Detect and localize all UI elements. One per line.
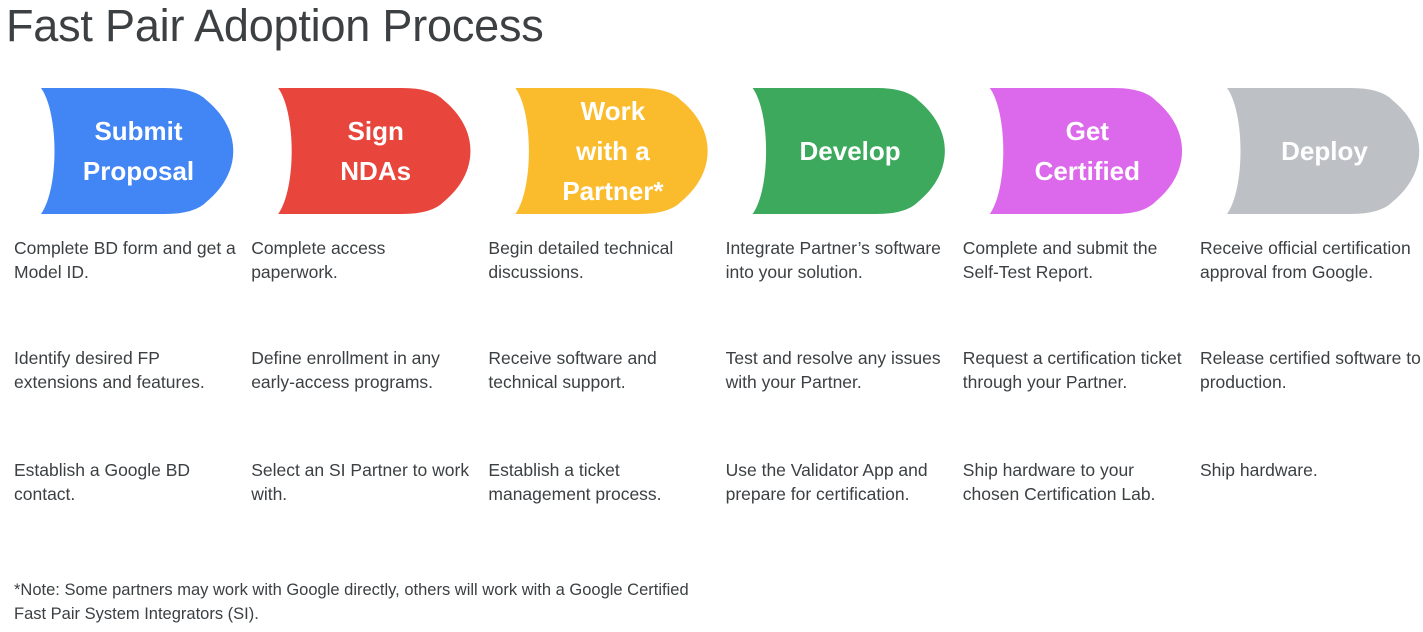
step-columns: Complete BD form and get a Model ID. Iden…: [0, 236, 1423, 556]
step-item: Complete and submit the Self-Test Report…: [962, 238, 1158, 282]
page-title: Fast Pair Adoption Process: [6, 0, 544, 51]
step-item: Test and resolve any issues with your Pa…: [725, 348, 941, 392]
chevron-label-line: Partner*: [562, 176, 664, 206]
chevron-stage-3[interactable]: [515, 88, 708, 214]
step-item: Request a certification ticket through y…: [962, 348, 1182, 392]
step-item: Integrate Partner’s software into your s…: [725, 238, 941, 282]
chevron-label-stage-6: Deploy: [1231, 88, 1418, 214]
chevron-label-line: Work: [580, 96, 646, 126]
step-item: Define enrollment in any early-access pr…: [251, 348, 440, 392]
step-item: Receive official certification approval …: [1200, 238, 1411, 282]
footnote-note: *Note: Some partners may work with Googl…: [14, 581, 689, 623]
chevron-stage-6[interactable]: [1227, 88, 1420, 214]
chevron-label-stage-3: Work with a Partner*: [519, 88, 706, 214]
step-item: Ship hardware to your chosen Certificati…: [962, 460, 1156, 504]
step-item: Complete BD form and get a Model ID.: [14, 238, 236, 282]
step-item: Release certified software to production…: [1200, 348, 1421, 392]
chevron-label-line: Sign: [347, 116, 404, 146]
step-item: Receive software and technical support.: [488, 348, 657, 392]
chevron-label-line: Proposal: [82, 156, 195, 186]
chevron-stage-2[interactable]: [278, 88, 471, 214]
chevron-stage-5[interactable]: [989, 88, 1183, 214]
chevron-label-stage-4: Develop: [757, 88, 944, 214]
step-item: Select an SI Partner to work with.: [251, 460, 470, 504]
chevron-label-line: NDAs: [340, 156, 412, 186]
chevron-label-line: Certified: [1034, 156, 1141, 186]
step-item: Establish a Google BD contact.: [14, 460, 191, 504]
step-item: Ship hardware.: [1200, 460, 1318, 480]
chevron-label-line: with a: [576, 136, 650, 166]
chevron-label-line: Deploy: [1281, 136, 1368, 166]
chevron-label-line: Get: [1065, 116, 1109, 146]
step-item: Identify desired FP extensions and featu…: [14, 348, 205, 392]
chevron-shapes: [41, 88, 1420, 214]
step-item: Begin detailed technical discussions.: [488, 238, 674, 282]
chevron-label-line: Develop: [799, 136, 901, 166]
chevron-label-line: Submit: [94, 116, 183, 146]
step-item: Establish a ticket management process.: [488, 460, 662, 504]
step-item: Use the Validator App and prepare for ce…: [725, 460, 928, 504]
chevron-stage-4[interactable]: [752, 88, 945, 214]
chevron-stage-1[interactable]: [41, 88, 234, 214]
step-item: Complete access paperwork.: [251, 238, 386, 282]
